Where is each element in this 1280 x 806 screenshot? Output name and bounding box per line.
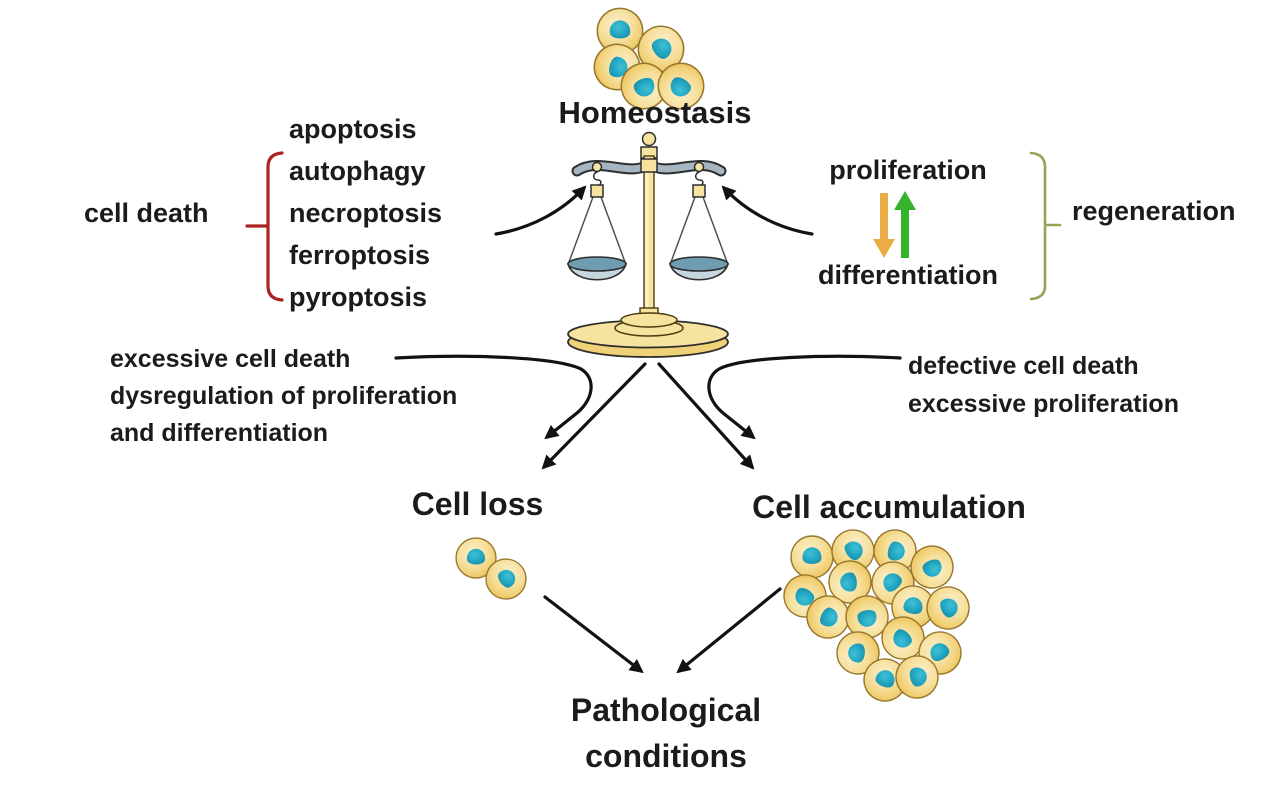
arrow-left-imbalance-swoosh [394,354,593,440]
pathological-line1: Pathological [570,692,762,728]
scale-beam-joint [640,158,658,173]
cell-death-label: cell death [84,198,209,228]
right-imbalance-text: defective cell death excessive prolifera… [908,347,1179,423]
differentiation-label: differentiation [818,260,998,290]
proliferation-label: proliferation [829,155,987,185]
scale-pedestal-upper [620,312,678,328]
left-imbalance-line1: excessive cell death [110,345,351,373]
flow-arrows [394,185,902,674]
cell-loss-cluster [455,537,535,608]
arrow-cell-death-to-scale [494,185,587,236]
cell-death-bracket [245,151,284,302]
green-up-arrow-icon [894,191,916,258]
pathological-line2: conditions [585,738,747,774]
pathological-conditions-label: Pathological conditions [541,687,791,779]
cell-death-list: apoptosis autophagy necroptosis ferropto… [289,108,442,318]
left-imbalance-line2: dysregulation of proliferation [110,382,458,410]
regeneration-bracket [1029,151,1062,301]
cell-death-item-pyroptosis: pyroptosis [289,282,428,312]
scale-strings [568,196,728,263]
arrow-right-imbalance-swoosh [707,354,902,440]
scale-finial [641,131,657,147]
arrow-scale-to-cell-accumulation [657,362,755,470]
right-imbalance-line1: defective cell death [908,352,1139,380]
arrow-accumulation-to-pathology [676,587,782,674]
arrow-regeneration-to-scale [721,185,814,236]
scale-hangers [590,161,706,198]
arrow-cell-loss-to-pathology [543,595,644,674]
cell-death-item-ferroptosis: ferroptosis [289,240,431,270]
cell-death-item-necroptosis: necroptosis [289,198,443,228]
right-imbalance-line2: excessive proliferation [908,390,1179,418]
cell-loss-label: Cell loss [411,486,544,522]
scale-pans [566,256,730,281]
cell-accumulation-label: Cell accumulation [752,489,1026,525]
orange-down-arrow-icon [873,193,895,258]
cell-death-item-apoptosis: apoptosis [289,114,417,144]
cell-death-item-autophagy: autophagy [289,156,426,186]
title-homeostasis: Homeostasis [558,95,752,130]
regeneration-label: regeneration [1072,196,1236,226]
cell-icon [790,535,834,579]
arrow-scale-to-cell-loss [541,362,647,470]
left-imbalance-line3: and differentiation [110,419,329,447]
cell-accumulation-cluster [775,520,977,709]
left-imbalance-text: excessive cell death dysregulation of pr… [110,341,457,452]
balance-scale-icon [566,131,730,358]
